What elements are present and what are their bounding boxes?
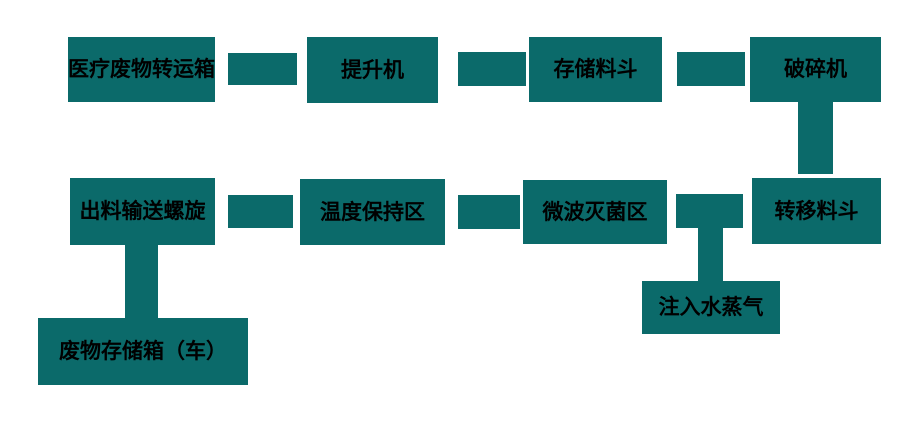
connector-discharge-conveyor-to-waste-storage	[125, 245, 158, 318]
node-label-steam-injection: 注入水蒸气	[658, 295, 764, 319]
node-label-waste-storage-box-vehicle: 废物存储箱（车）	[59, 339, 227, 363]
connector-hoist-to-storage-hopper	[458, 52, 526, 86]
node-steam-injection: 注入水蒸气	[642, 281, 780, 334]
node-temperature-holding-zone: 温度保持区	[300, 179, 445, 245]
node-crusher: 破碎机	[750, 37, 881, 102]
node-label-discharge-screw-conveyor: 出料输送螺旋	[79, 199, 206, 223]
node-label-transfer-hopper: 转移料斗	[774, 198, 859, 223]
connector-temperature-zone-to-discharge-conveyor	[228, 195, 293, 228]
connector-transfer-box-to-hoist	[228, 53, 297, 85]
node-label-temperature-holding-zone: 温度保持区	[320, 199, 425, 224]
connector-microwave-zone-to-temperature-zone	[458, 195, 520, 229]
node-transfer-hopper: 转移料斗	[752, 178, 881, 244]
node-label-crusher: 破碎机	[784, 57, 847, 81]
node-label-microwave-sterilization-zone: 微波灭菌区	[542, 199, 648, 224]
node-label-medical-waste-transfer-box: 医疗废物转运箱	[68, 57, 215, 81]
node-microwave-sterilization-zone: 微波灭菌区	[523, 180, 667, 244]
connector-steam-injection-riser	[698, 228, 723, 281]
node-discharge-screw-conveyor: 出料输送螺旋	[70, 178, 215, 245]
connector-transfer-hopper-to-microwave-zone	[676, 194, 743, 228]
node-label-storage-hopper: 存储料斗	[553, 57, 638, 81]
connector-storage-hopper-to-crusher	[677, 52, 745, 86]
node-hoist: 提升机	[307, 37, 438, 103]
node-label-hoist: 提升机	[341, 57, 404, 82]
connector-crusher-to-transfer-hopper	[798, 102, 833, 174]
node-storage-hopper: 存储料斗	[529, 37, 662, 102]
node-waste-storage-box-vehicle: 废物存储箱（车）	[38, 318, 248, 385]
node-medical-waste-transfer-box: 医疗废物转运箱	[68, 37, 215, 102]
